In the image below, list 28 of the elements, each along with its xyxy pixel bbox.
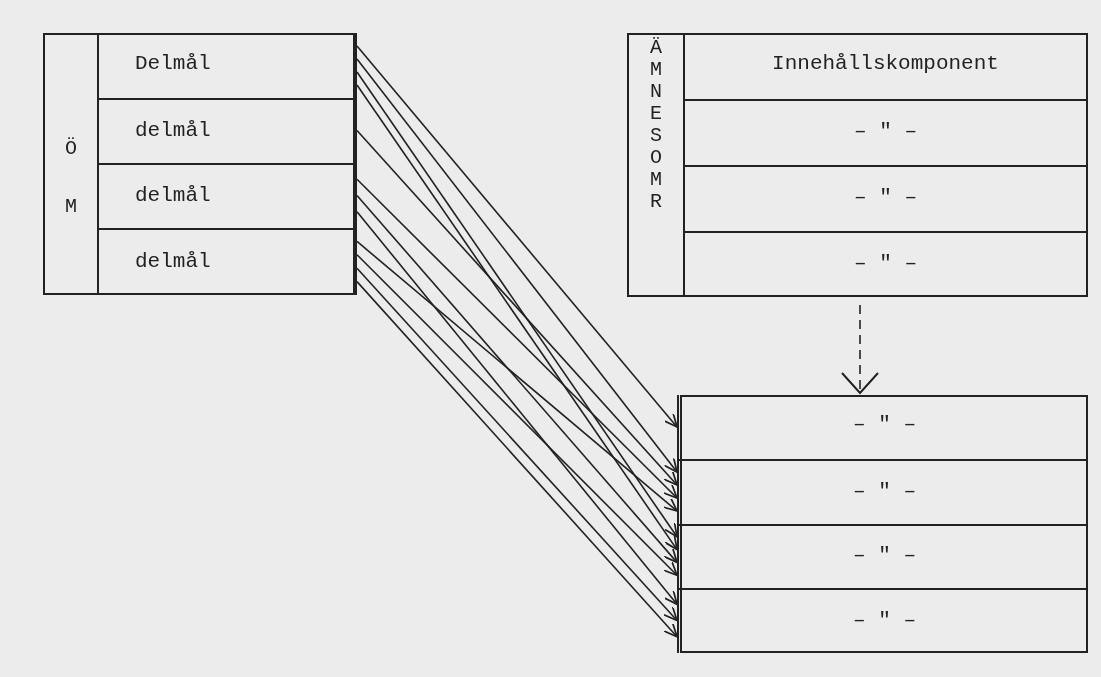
cell-text: – " – [852, 608, 917, 632]
table-row [677, 459, 1088, 524]
cell-text: Delmål [135, 51, 211, 75]
cell-text: delmål [135, 249, 211, 273]
dashed-arrow [841, 304, 879, 394]
arrow [356, 178, 678, 499]
table [627, 33, 1088, 297]
cell-text: – " – [853, 120, 918, 143]
cell-text: – " – [852, 413, 917, 436]
arrow [356, 254, 678, 577]
outline-box [680, 395, 1088, 653]
table-row [677, 524, 1088, 588]
table-row [97, 228, 357, 295]
table-row [677, 588, 1088, 653]
cell-text: – " – [853, 186, 918, 209]
cell-text: – " – [852, 544, 917, 567]
cell-text: Innehållskomponent [771, 52, 1000, 75]
table-row [97, 163, 357, 228]
vertical-label: Ö M [64, 136, 78, 220]
cell-text: delmål [135, 118, 211, 142]
arrow [356, 129, 678, 486]
cell-text: – " – [853, 252, 918, 275]
vertical-label: ÄMNESOMR [649, 37, 663, 213]
table [43, 33, 355, 295]
table-row [97, 98, 357, 163]
arrow [356, 240, 678, 512]
cell-text: delmål [135, 183, 211, 207]
cell-text: – " – [852, 479, 917, 503]
